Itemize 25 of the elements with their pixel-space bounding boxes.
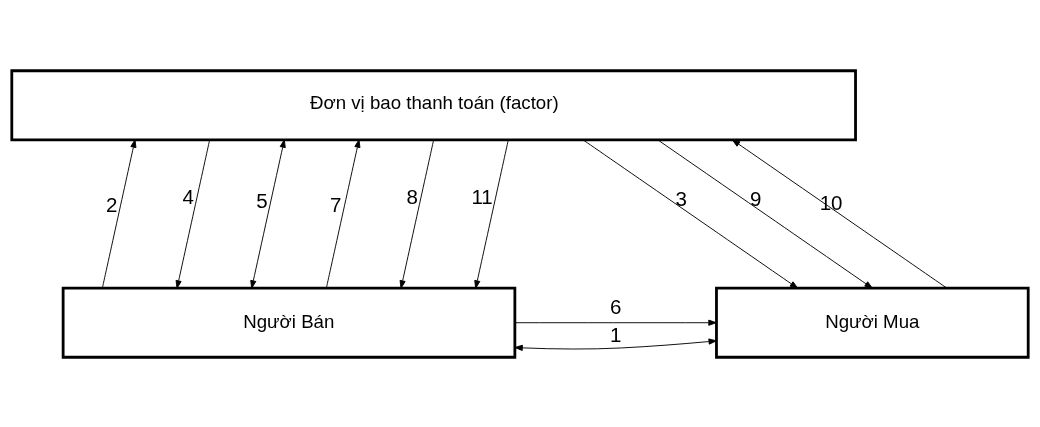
arrow	[514, 319, 717, 326]
node-box: Đơn vị bao thanh toán (factor)	[10, 68, 857, 141]
arrow	[474, 138, 509, 289]
edge-label: 9	[750, 186, 762, 210]
edge-label: 6	[609, 294, 622, 318]
edge-label: 5	[256, 188, 268, 212]
edge-label: 1	[609, 322, 622, 346]
edge-label: 4	[182, 184, 194, 208]
arrow	[582, 138, 799, 289]
arrow	[399, 138, 435, 289]
arrow	[175, 138, 211, 289]
edge-label: 11	[471, 184, 493, 208]
edge-label: 8	[406, 184, 418, 208]
arrow	[731, 138, 948, 289]
arrow	[250, 138, 286, 289]
edge-label: 2	[106, 192, 118, 216]
edge-label: 3	[675, 186, 687, 210]
node-box: Người Bán	[61, 286, 517, 359]
arrow	[514, 337, 717, 351]
edge-label: 10	[819, 190, 843, 214]
arrow	[657, 138, 873, 289]
node-box: Người Mua	[715, 286, 1030, 359]
arrow	[101, 138, 137, 289]
edge-label: 7	[330, 192, 342, 216]
arrow	[325, 138, 361, 289]
